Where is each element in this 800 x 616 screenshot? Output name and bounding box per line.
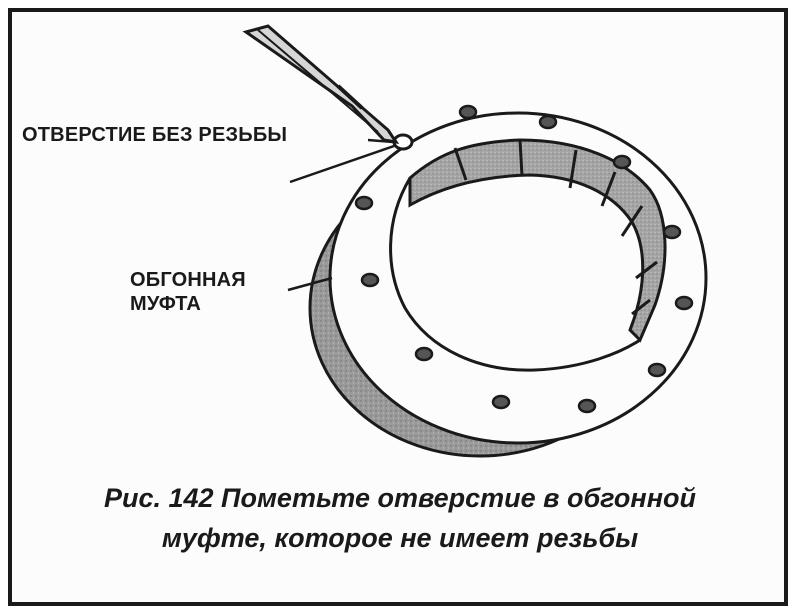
- overrunning-clutch-label-line1: ОБГОННАЯ: [130, 269, 246, 291]
- figure-caption-line1: Рис. 142 Пометьте отверстие в обгонной: [103, 483, 697, 513]
- bolt-hole-icon: [354, 104, 694, 414]
- figure-caption: Рис. 142 Пометьте отверстие в обгонной м…: [0, 478, 800, 558]
- unthreaded-hole-label: ОТВЕРСТИЕ БЕЗ РЕЗЬБЫ: [22, 124, 288, 146]
- overrunning-clutch-label-line2: МУФТА: [130, 293, 202, 315]
- overrunning-clutch-label: ОБГОННАЯ МУФТА: [130, 268, 246, 316]
- marking-pen-icon: [242, 24, 400, 145]
- overrunning-clutch-ring-icon: [308, 104, 708, 458]
- leader-lines: [287, 138, 395, 292]
- inner-bore-edge: [389, 177, 641, 372]
- figure-caption-line2: муфте, которое не имеет резьбы: [161, 523, 639, 553]
